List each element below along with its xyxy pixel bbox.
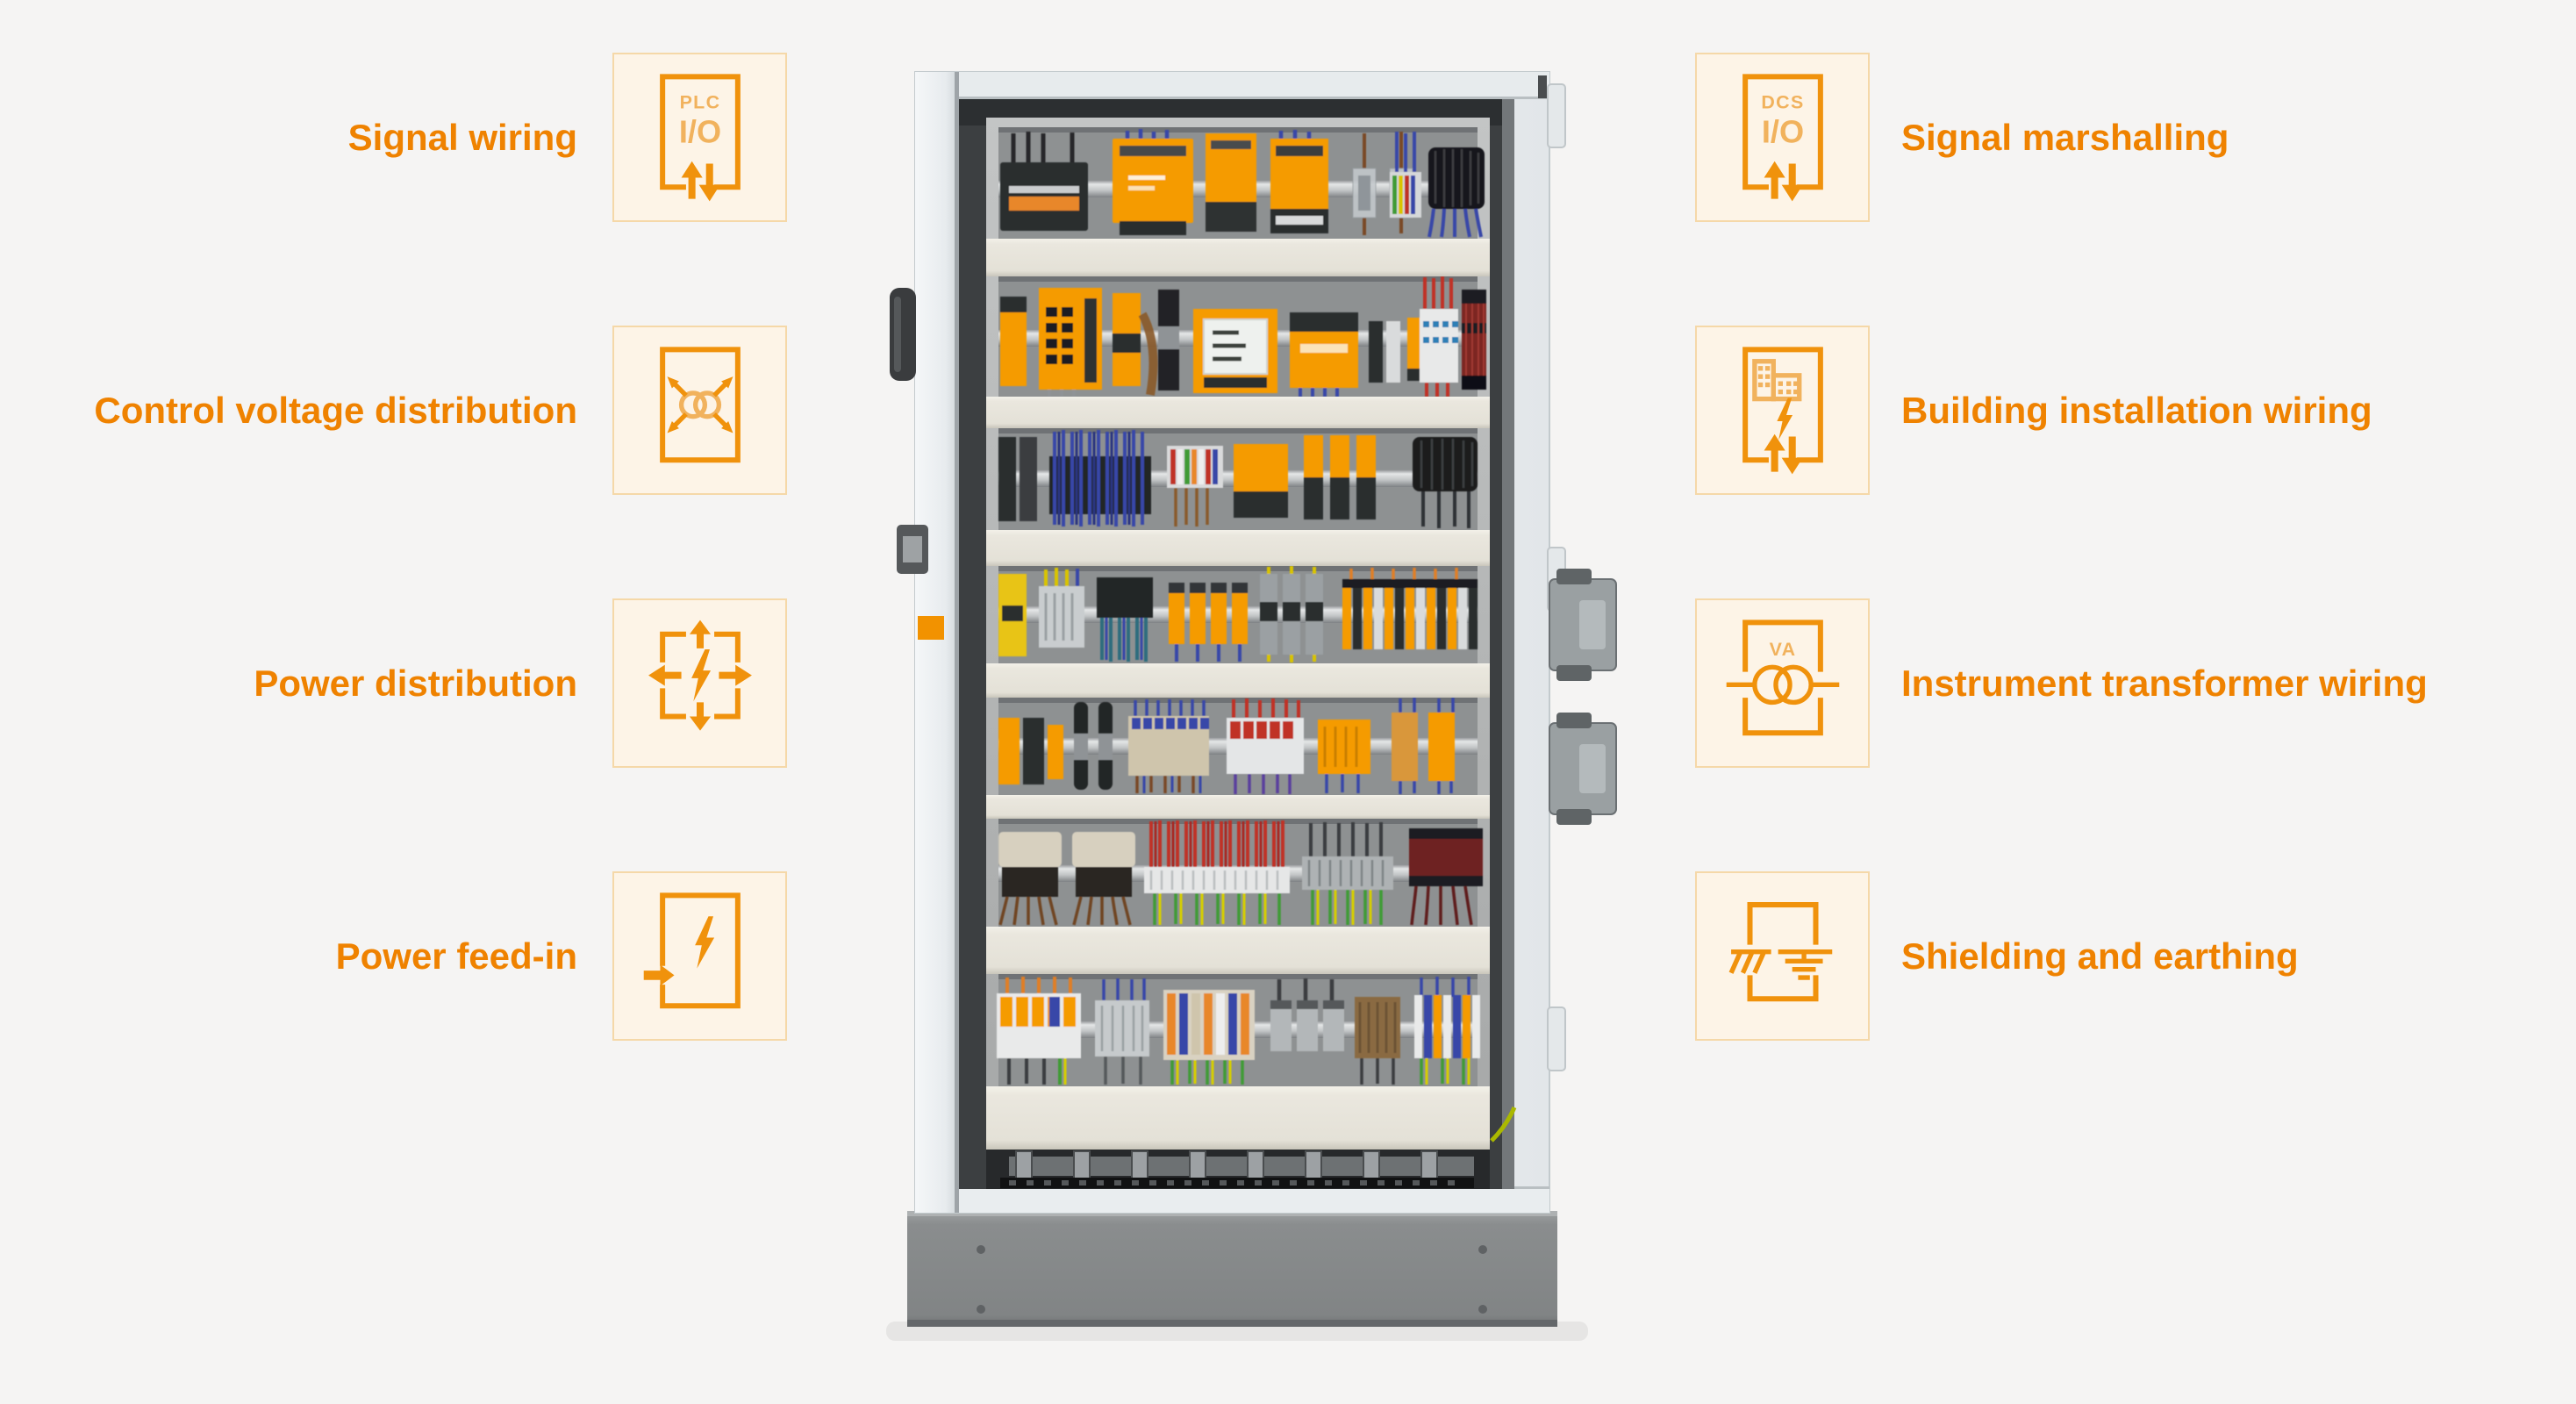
lightning-bolt: [691, 648, 711, 701]
callout-power-feed-in: Power feed-in: [0, 871, 787, 1041]
va-text: VA: [1769, 638, 1796, 659]
icon-tile: VA: [1695, 598, 1870, 768]
callout-signal-wiring: Signal wiring PLC I/O: [0, 53, 787, 222]
callout-label: Signal wiring: [347, 116, 577, 158]
cabinet-door-edge: [890, 72, 959, 1213]
shielding-earthing-icon: [1728, 901, 1832, 1001]
callout-signal-marshalling: DCS I/O Signal marshalling: [1695, 53, 2576, 222]
icon-tile: [1695, 326, 1870, 495]
earth-symbol: [1778, 949, 1832, 980]
callout-label: Instrument transformer wiring: [1901, 662, 2428, 704]
callout-label: Shielding and earthing: [1901, 935, 2299, 977]
dcs-text: DCS: [1761, 91, 1804, 112]
up-arrow: [1764, 433, 1785, 472]
icon-tile: [612, 598, 787, 768]
callout-label: Power distribution: [254, 662, 577, 704]
lightning-bolt: [1776, 398, 1792, 440]
feed-arrow: [643, 963, 675, 985]
callout-control-voltage-distribution: Control voltage distribution: [0, 326, 787, 495]
wiring-ducts: [986, 239, 1490, 1150]
building-windows: [1757, 365, 1798, 394]
building-installation-icon: [1742, 346, 1823, 474]
up-arrow: [1764, 161, 1785, 199]
plc-io-icon: PLC I/O: [659, 73, 741, 201]
earth-wire: [1490, 1107, 1517, 1143]
row6-components: [998, 820, 1483, 926]
callout-label: Control voltage distribution: [94, 389, 577, 431]
cable-clamp-rail: [986, 1107, 1517, 1189]
up-arrow: [681, 161, 703, 199]
down-arrow: [698, 162, 720, 201]
power-feed-in-icon: [643, 892, 741, 1008]
down-arrow: [1781, 162, 1803, 201]
heavy-connector-lower: [1549, 713, 1617, 825]
hinge-bottom: [1547, 1006, 1566, 1071]
plinth: [907, 1211, 1557, 1327]
row2-components: [1000, 276, 1486, 397]
orange-sticker: [918, 616, 944, 640]
callout-shielding-and-earthing: Shielding and earthing: [1695, 871, 2576, 1041]
io-text: I/O: [1761, 113, 1803, 149]
icon-tile: [1695, 871, 1870, 1041]
icon-tile: PLC I/O: [612, 53, 787, 222]
plc-text: PLC: [679, 91, 720, 112]
callout-label: Power feed-in: [335, 935, 577, 977]
callout-building-installation-wiring: Building installation wiring: [1695, 326, 2576, 495]
lightning-bolt: [694, 915, 714, 969]
io-text: I/O: [678, 113, 720, 149]
instrument-transformer-icon: VA: [1726, 619, 1839, 735]
distribution-node-icon: [659, 346, 741, 462]
row7-components: [997, 977, 1480, 1085]
terminal-bank: [1342, 568, 1478, 649]
callout-label: Signal marshalling: [1901, 116, 2229, 158]
down-arrow: [1781, 435, 1803, 474]
callout-label: Building installation wiring: [1901, 389, 2372, 431]
chassis-ground-symbol: [1728, 949, 1771, 974]
callout-power-distribution: Power distribution: [0, 598, 787, 768]
icon-tile: [612, 326, 787, 495]
callout-instrument-transformer-wiring: VA Instrument transformer wiring: [1695, 598, 2576, 768]
hinge-top: [1547, 83, 1566, 148]
door-handle: [890, 288, 916, 381]
power-distribution-icon: [648, 620, 752, 731]
heavy-connector-upper: [1549, 569, 1617, 681]
row1-components: [1000, 129, 1485, 238]
icon-tile: [612, 871, 787, 1041]
heavy-connectors: [1549, 569, 1617, 825]
row4-components: [998, 566, 1478, 663]
dcs-io-icon: DCS I/O: [1742, 73, 1823, 201]
row5-components: [998, 698, 1455, 794]
icon-tile: DCS I/O: [1695, 53, 1870, 222]
row3-components: [998, 430, 1478, 528]
mounted-components: [997, 129, 1486, 1085]
